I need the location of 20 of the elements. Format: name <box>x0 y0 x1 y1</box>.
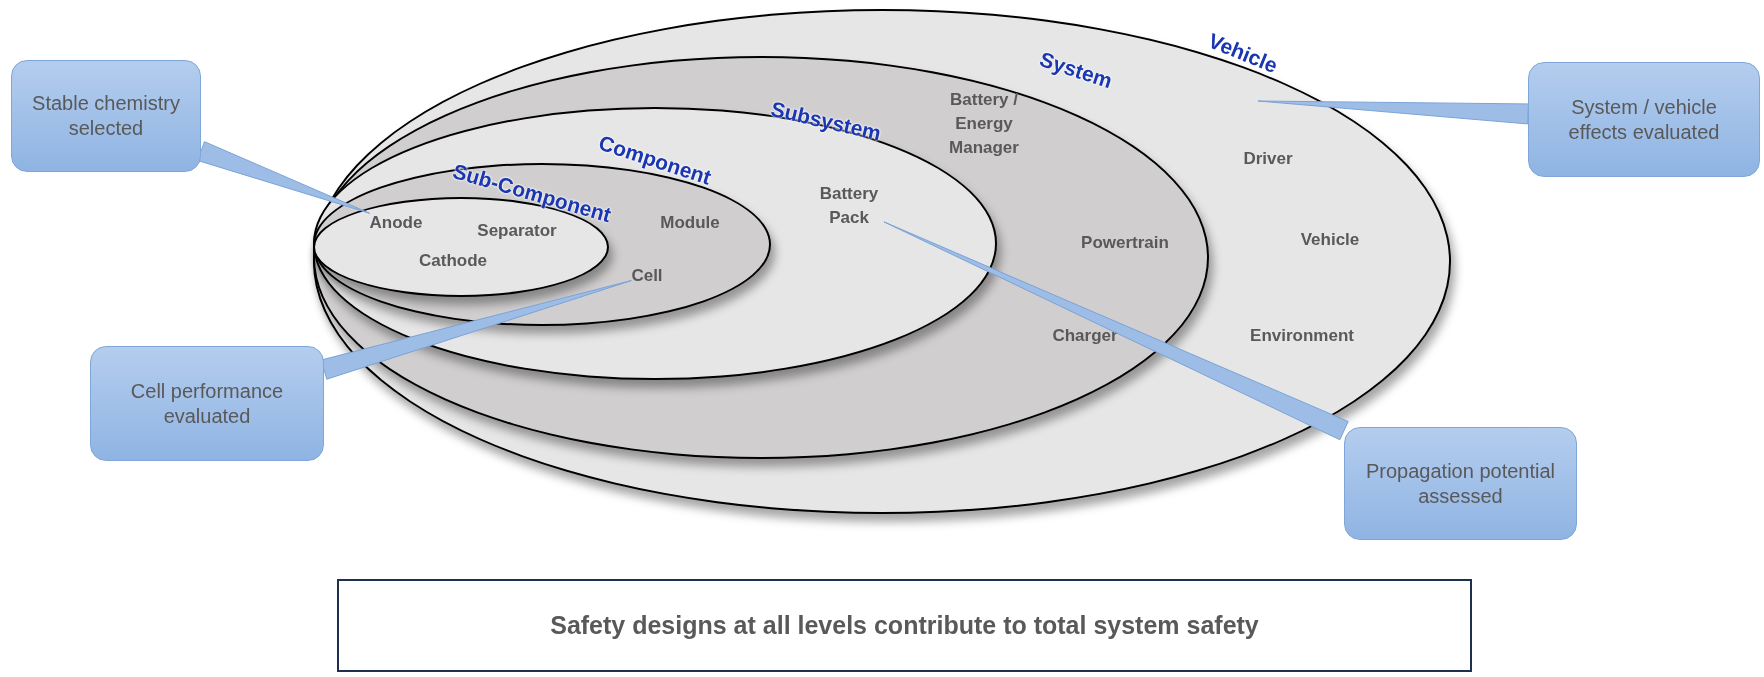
element-label: Battery / Energy Manager <box>934 88 1034 160</box>
element-label: Powertrain <box>1081 231 1169 255</box>
element-label: Charger <box>1052 324 1118 348</box>
callout-pointer <box>883 221 1349 441</box>
callout-pointer <box>1257 100 1529 125</box>
element-label: Separator <box>477 219 557 243</box>
element-label: Driver <box>1243 147 1293 171</box>
callout-box: Stable chemistry selected <box>11 60 201 172</box>
element-label: Vehicle <box>1300 228 1360 252</box>
element-label: Anode <box>369 211 423 235</box>
summary-box: Safety designs at all levels contribute to total system safety <box>337 579 1472 672</box>
element-label: Cathode <box>419 249 487 273</box>
callout-box: Propagation potential assessed <box>1344 427 1577 540</box>
callout-box: System / vehicle effects evaluated <box>1528 62 1760 177</box>
element-label: Environment <box>1250 324 1354 348</box>
element-label: Cell <box>631 264 663 288</box>
element-label: Module <box>660 211 720 235</box>
callout-box: Cell performance evaluated <box>90 346 324 461</box>
element-label: Battery Pack <box>814 182 884 230</box>
level-heading: System <box>1036 46 1117 95</box>
